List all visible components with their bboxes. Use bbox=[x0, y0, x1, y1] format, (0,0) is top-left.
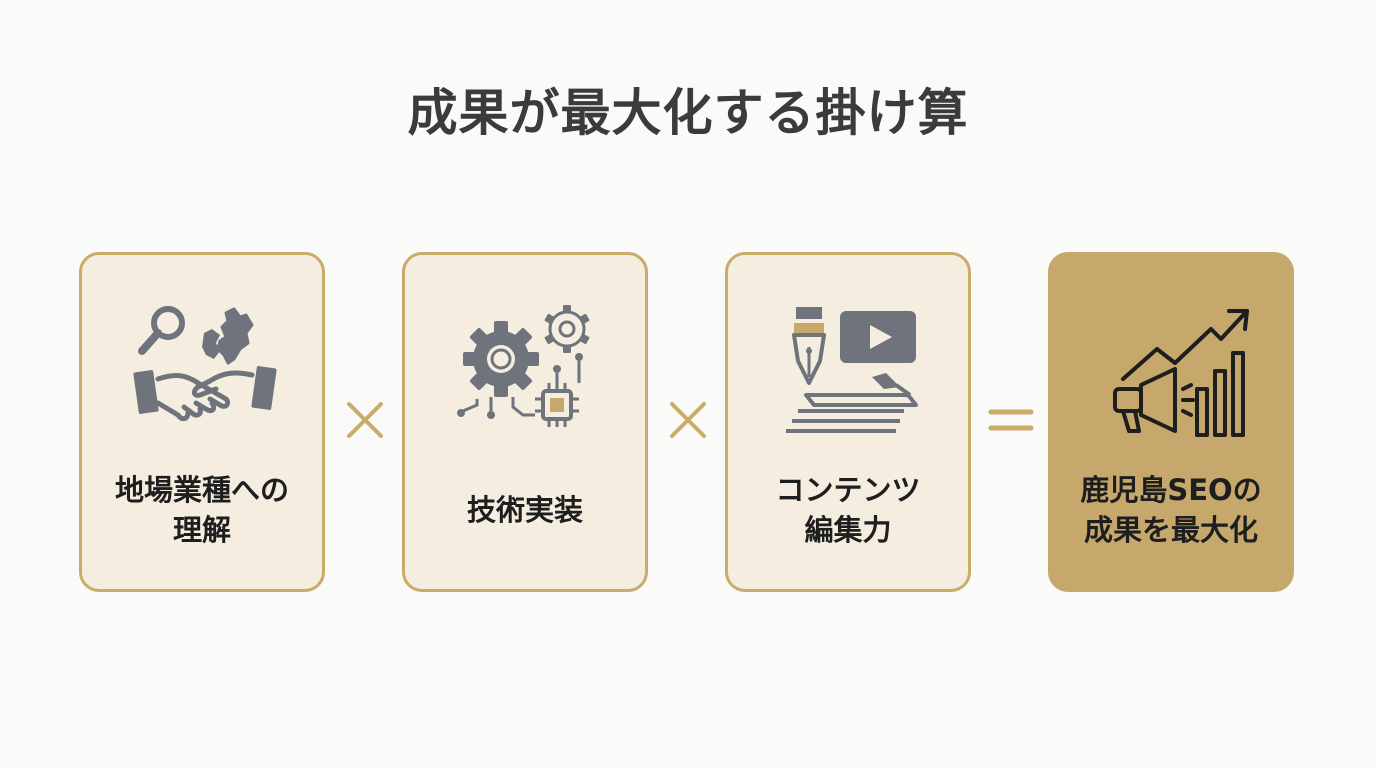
card-label-line1: コンテンツ bbox=[775, 473, 921, 507]
card-label-line2: 編集力 bbox=[804, 513, 892, 547]
card-result: 鹿児島SEOの 成果を最大化 bbox=[1048, 252, 1294, 592]
handshake-search-map-icon bbox=[130, 303, 280, 443]
card-label: 鹿児島SEOの 成果を最大化 bbox=[1051, 460, 1291, 560]
page-title: 成果が最大化する掛け算 bbox=[407, 84, 969, 142]
card-label: 地場業種への 理解 bbox=[82, 460, 322, 560]
gears-chip-icon bbox=[453, 303, 603, 443]
card-label-line1: 鹿児島SEOの bbox=[1080, 473, 1262, 507]
card-tech-implementation: 技術実装 bbox=[402, 252, 648, 592]
card-local-industry: 地場業種への 理解 bbox=[79, 252, 325, 592]
megaphone-growth-chart-icon bbox=[1099, 303, 1249, 443]
card-label-line1: 技術実装 bbox=[466, 493, 583, 527]
multiply-sign bbox=[339, 394, 391, 446]
card-content-editing: コンテンツ 編集力 bbox=[725, 252, 971, 592]
card-label-line2: 理解 bbox=[172, 513, 231, 547]
card-label-line2: 成果を最大化 bbox=[1083, 513, 1258, 547]
pen-video-documents-icon bbox=[776, 303, 926, 443]
card-label-line1: 地場業種への bbox=[114, 473, 289, 507]
equals-sign bbox=[985, 394, 1037, 446]
multiply-sign bbox=[662, 394, 714, 446]
card-label: 技術実装 bbox=[405, 460, 645, 560]
card-label: コンテンツ 編集力 bbox=[728, 460, 968, 560]
